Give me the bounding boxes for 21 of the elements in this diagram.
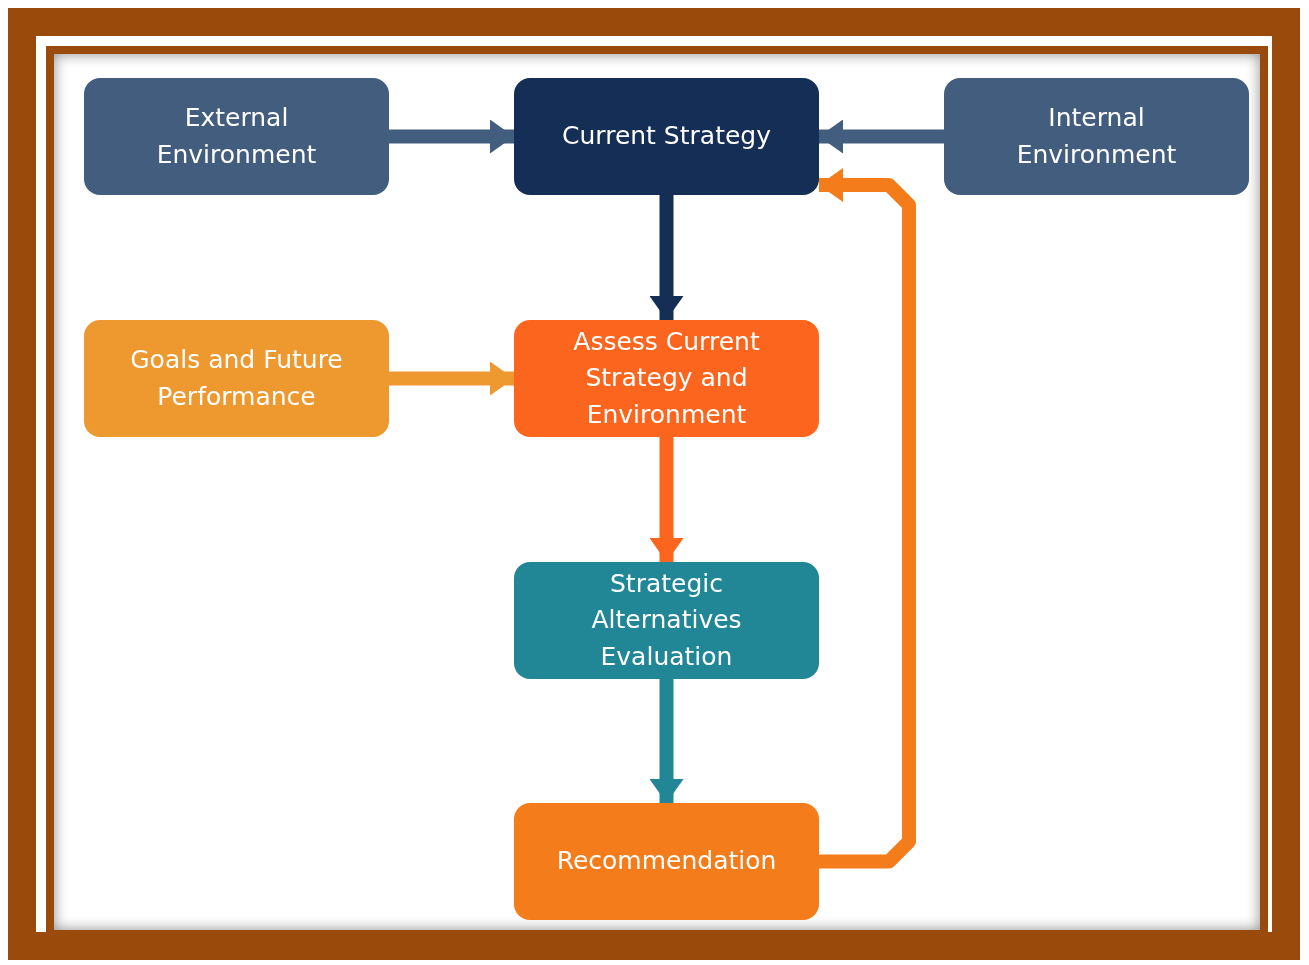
box-label: Current Strategy [562,120,771,153]
arrow [649,195,684,320]
process-box [84,78,389,195]
process-box [514,803,819,920]
box-label: Assess Current Strategy and Environment [572,326,761,431]
process-box [84,320,389,437]
arrow [819,168,916,869]
arrow [649,437,684,562]
arrow [389,361,514,396]
arrow [819,119,944,154]
box-label: External Environment [155,102,318,171]
box-label: Internal Environment [1015,102,1178,171]
box-label: Recommendation [556,845,777,878]
arrow [389,119,514,154]
process-box [514,78,819,195]
box-label: Goals and Future Performance [129,344,344,413]
process-box [514,562,819,679]
process-box [514,320,819,437]
arrow [649,679,684,803]
box-label: Strategic Alternatives Evaluation [590,568,743,673]
process-box [944,78,1249,195]
